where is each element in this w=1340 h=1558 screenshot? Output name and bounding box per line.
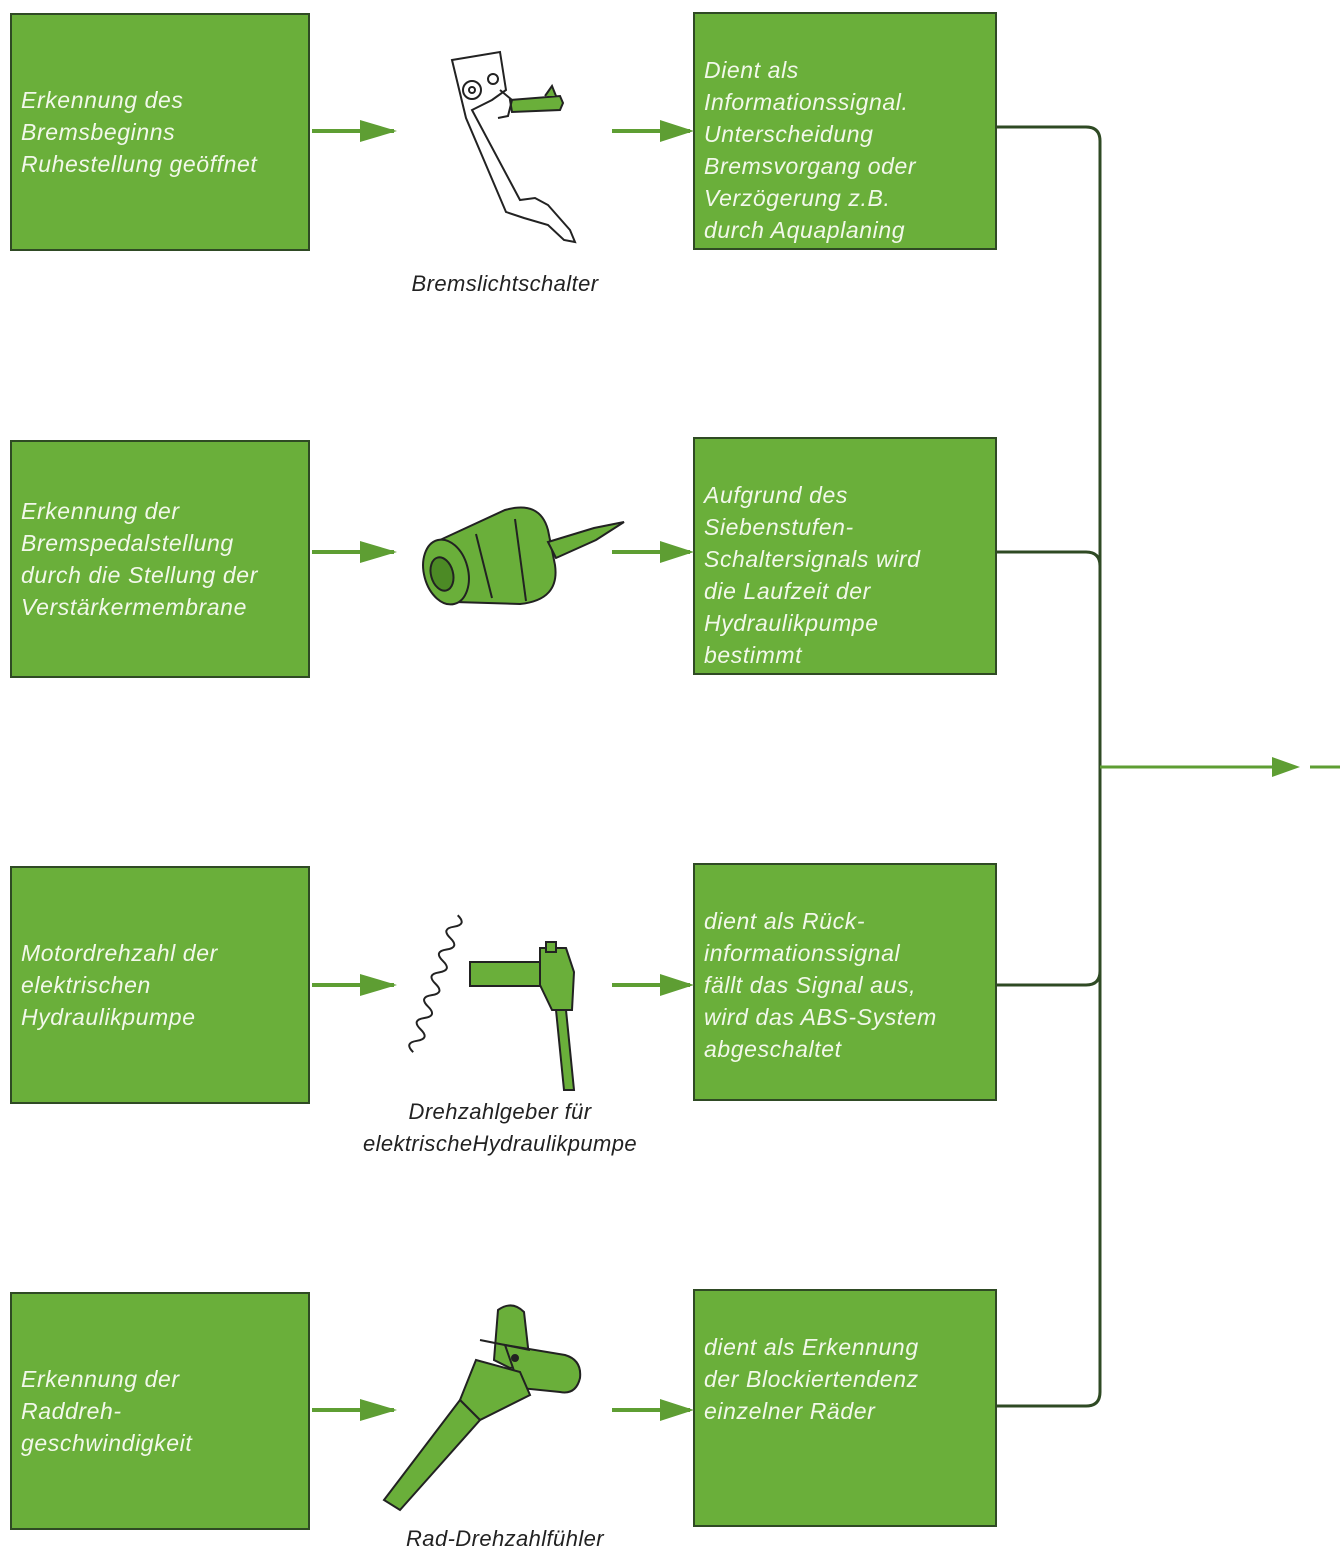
- output-text: dient als Rück- informationssignal fällt…: [704, 908, 937, 1062]
- arrowhead-row4-out: [660, 1399, 694, 1421]
- arrowhead-row1-out: [660, 120, 694, 142]
- input-box-pedal-position: Erkennung der Bremspedalstellung durch d…: [10, 440, 310, 678]
- arrowhead-row3-in: [360, 974, 397, 996]
- output-box-pump-runtime: Aufgrund des Siebenstufen- Schaltersigna…: [693, 437, 997, 675]
- input-text: Erkennung der Raddreh- geschwindigkeit: [21, 1366, 193, 1456]
- bus-line-row3: [997, 970, 1102, 987]
- input-text: Erkennung der Bremspedalstellung durch d…: [21, 498, 258, 620]
- arrowhead-row2-in: [360, 541, 397, 563]
- input-text: Motordrehzahl der elektrischen Hydraulik…: [21, 940, 218, 1030]
- output-text: dient als Erkennung der Blockiertendenz …: [704, 1334, 919, 1424]
- seven-stage-switch-icon: [422, 506, 625, 606]
- arrowhead-row1-in: [360, 120, 397, 142]
- brake-light-switch-icon: [450, 50, 577, 244]
- input-text: Erkennung des Bremsbeginns Ruhestellung …: [21, 87, 258, 177]
- output-box-lock-tendency: dient als Erkennung der Blockiertendenz …: [693, 1289, 997, 1527]
- arrowhead-row3-out: [660, 974, 694, 996]
- output-box-feedback-signal: dient als Rück- informationssignal fällt…: [693, 863, 997, 1101]
- output-text: Aufgrund des Siebenstufen- Schaltersigna…: [704, 482, 921, 668]
- bus-line-row1: [997, 125, 1102, 1408]
- arrowhead-row4-in: [360, 1399, 397, 1421]
- output-box-brake-light-signal: Dient als Informationssignal. Unterschei…: [693, 12, 997, 250]
- caption-brake-light-switch: Bremslichtschalter: [411, 271, 599, 296]
- input-box-wheel-speed: Erkennung der Raddreh- geschwindigkeit: [10, 1292, 310, 1530]
- bus-line-row2: [997, 550, 1102, 567]
- caption-wheel-speed-sensor: Rad-Drehzahlfühler: [406, 1526, 604, 1551]
- input-box-motor-speed: Motordrehzahl der elektrischen Hydraulik…: [10, 866, 310, 1104]
- wheel-speed-sensor-icon: [382, 1304, 582, 1512]
- output-text: Dient als Informationssignal. Unterschei…: [704, 57, 917, 243]
- caption-pump-speed-sender: Drehzahlgeber für elektrischeHydraulikpu…: [362, 1099, 638, 1156]
- arrowhead-row2-out: [660, 541, 694, 563]
- pump-speed-sender-icon: [408, 914, 576, 1091]
- bus-output-arrowhead: [1272, 757, 1300, 777]
- input-box-brake-start: Erkennung des Bremsbeginns Ruhestellung …: [10, 13, 310, 251]
